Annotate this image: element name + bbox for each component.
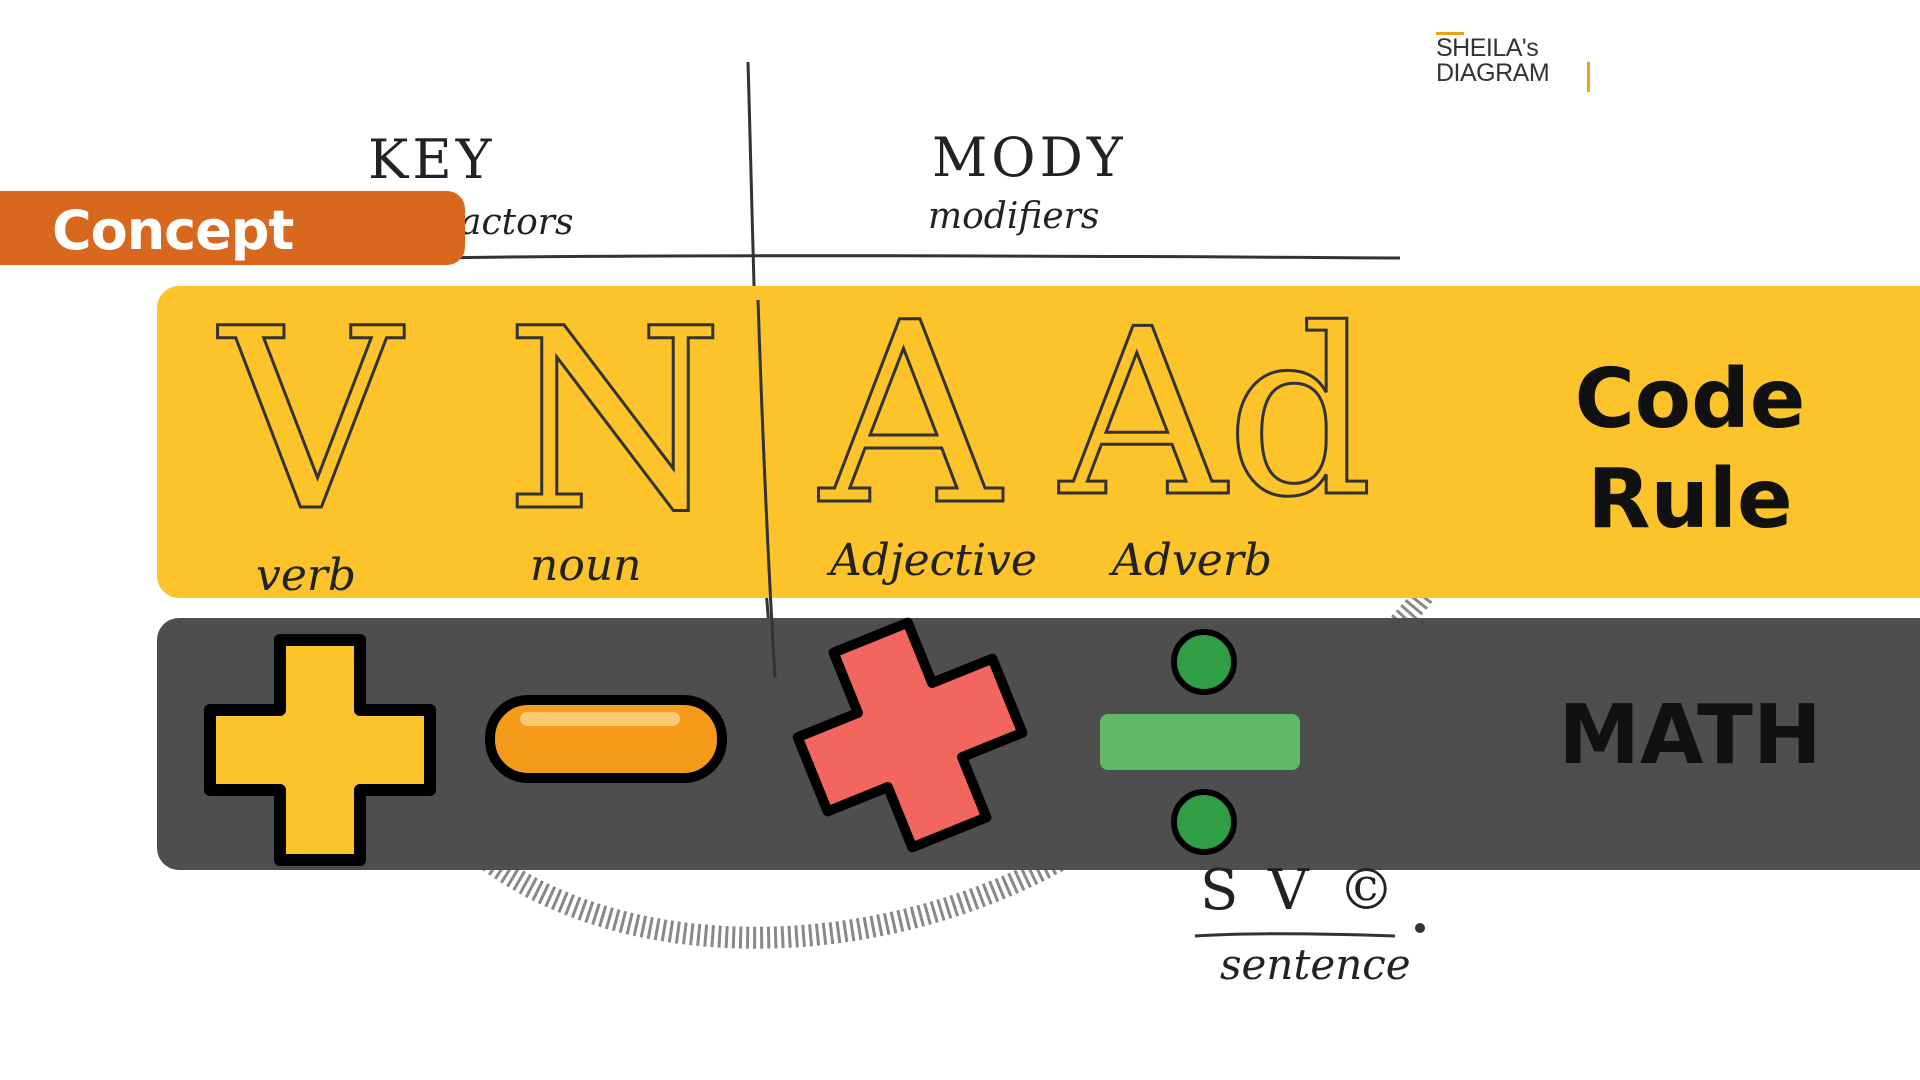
letter-noun: N	[504, 275, 726, 566]
letter-adjective: A	[819, 269, 1003, 560]
header-mody-sub: modifiers	[928, 196, 1100, 237]
concept-tag: Concept	[0, 191, 465, 265]
logo-accent-top	[1436, 32, 1464, 35]
sentence-formula: S V ©	[1200, 858, 1401, 923]
vertical-divider-overlay	[756, 299, 777, 679]
header-mody: MODY	[932, 126, 1127, 189]
brand-logo: SHEILA's DIAGRAM	[1436, 32, 1590, 92]
sentence-period	[1415, 923, 1425, 933]
math-title: MATH	[1558, 688, 1822, 783]
header-key-sub: actors	[460, 202, 574, 243]
logo-accent-right	[1587, 62, 1590, 92]
letter-adverb: Ad	[1058, 281, 1374, 548]
code-rule-line-1: Code	[1574, 352, 1806, 447]
horizontal-divider-line	[429, 254, 1401, 260]
word-noun: noun	[530, 540, 642, 591]
minus-icon	[485, 695, 727, 783]
header-key: KEY	[368, 128, 496, 191]
letter-verb: V	[219, 275, 403, 566]
math-band	[157, 618, 1920, 870]
code-rule-band	[157, 286, 1920, 598]
logo-line-1: SHEILA's	[1436, 34, 1539, 62]
word-verb: verb	[256, 550, 357, 601]
sentence-word: sentence	[1220, 940, 1411, 989]
code-rule-line-2: Rule	[1587, 452, 1793, 547]
multiply-icon	[792, 617, 1028, 853]
arc-arrow-bottom	[369, 678, 1168, 949]
divide-icon	[1100, 629, 1300, 855]
word-adverb: Adverb	[1112, 535, 1273, 586]
logo-line-2: DIAGRAM	[1436, 59, 1550, 87]
plus-icon	[204, 634, 436, 866]
code-rule-title: Code Rule	[1540, 350, 1840, 550]
word-adjective: Adjective	[830, 535, 1037, 586]
sentence-underline	[1194, 932, 1396, 938]
concept-tag-label: Concept	[52, 199, 294, 262]
